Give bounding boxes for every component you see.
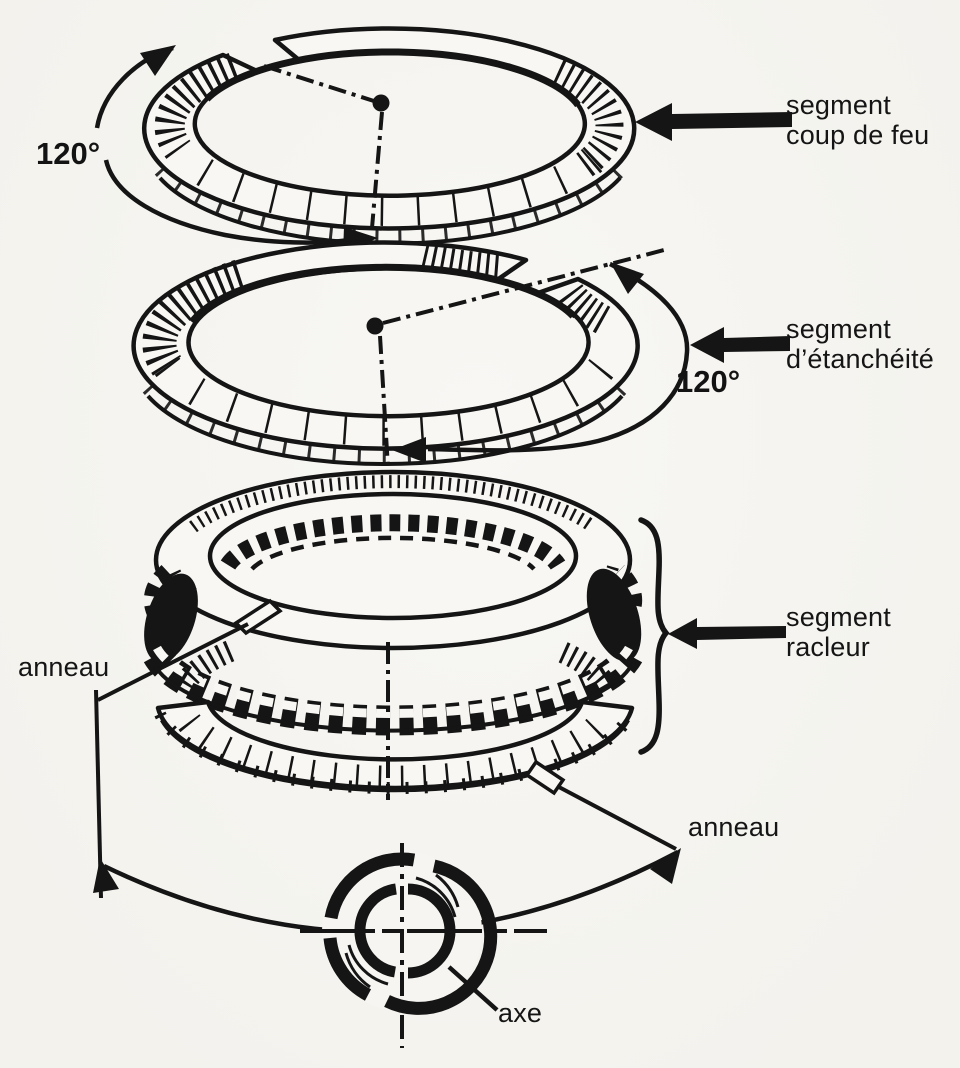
leader-line-axe [447, 965, 499, 1012]
label-line: segment [786, 602, 891, 632]
angle-label-middle: 120° [676, 364, 741, 399]
angle-label-top: 120° [36, 136, 101, 171]
label-segment-etancheite: segment d’étanchéité [786, 314, 934, 374]
label-arrow-coup-de-feu [635, 103, 792, 141]
label-line: d’étanchéité [786, 344, 935, 374]
label-line: racleur [786, 632, 870, 662]
label-line: segment [786, 90, 891, 120]
rotation-arc-middle [392, 261, 690, 463]
label-anneau-left: anneau [18, 652, 110, 682]
label-segment-racleur: segment racleur [786, 602, 891, 662]
axle-pin-drawing [300, 843, 547, 1048]
label-line: coup de feu [786, 120, 930, 150]
oil-scraper-ring-drawing [143, 469, 643, 796]
label-arrow-etancheite [690, 327, 790, 363]
label-arrow-racleur [668, 618, 786, 649]
top-ring-drawing [142, 26, 637, 246]
label-line: segment [786, 314, 891, 344]
label-axe: axe [498, 998, 543, 1028]
label-segment-coup-de-feu: segment coup de feu [786, 90, 929, 150]
middle-ring-drawing [131, 240, 669, 469]
brace [638, 517, 670, 755]
label-anneau-right: anneau [688, 812, 780, 842]
